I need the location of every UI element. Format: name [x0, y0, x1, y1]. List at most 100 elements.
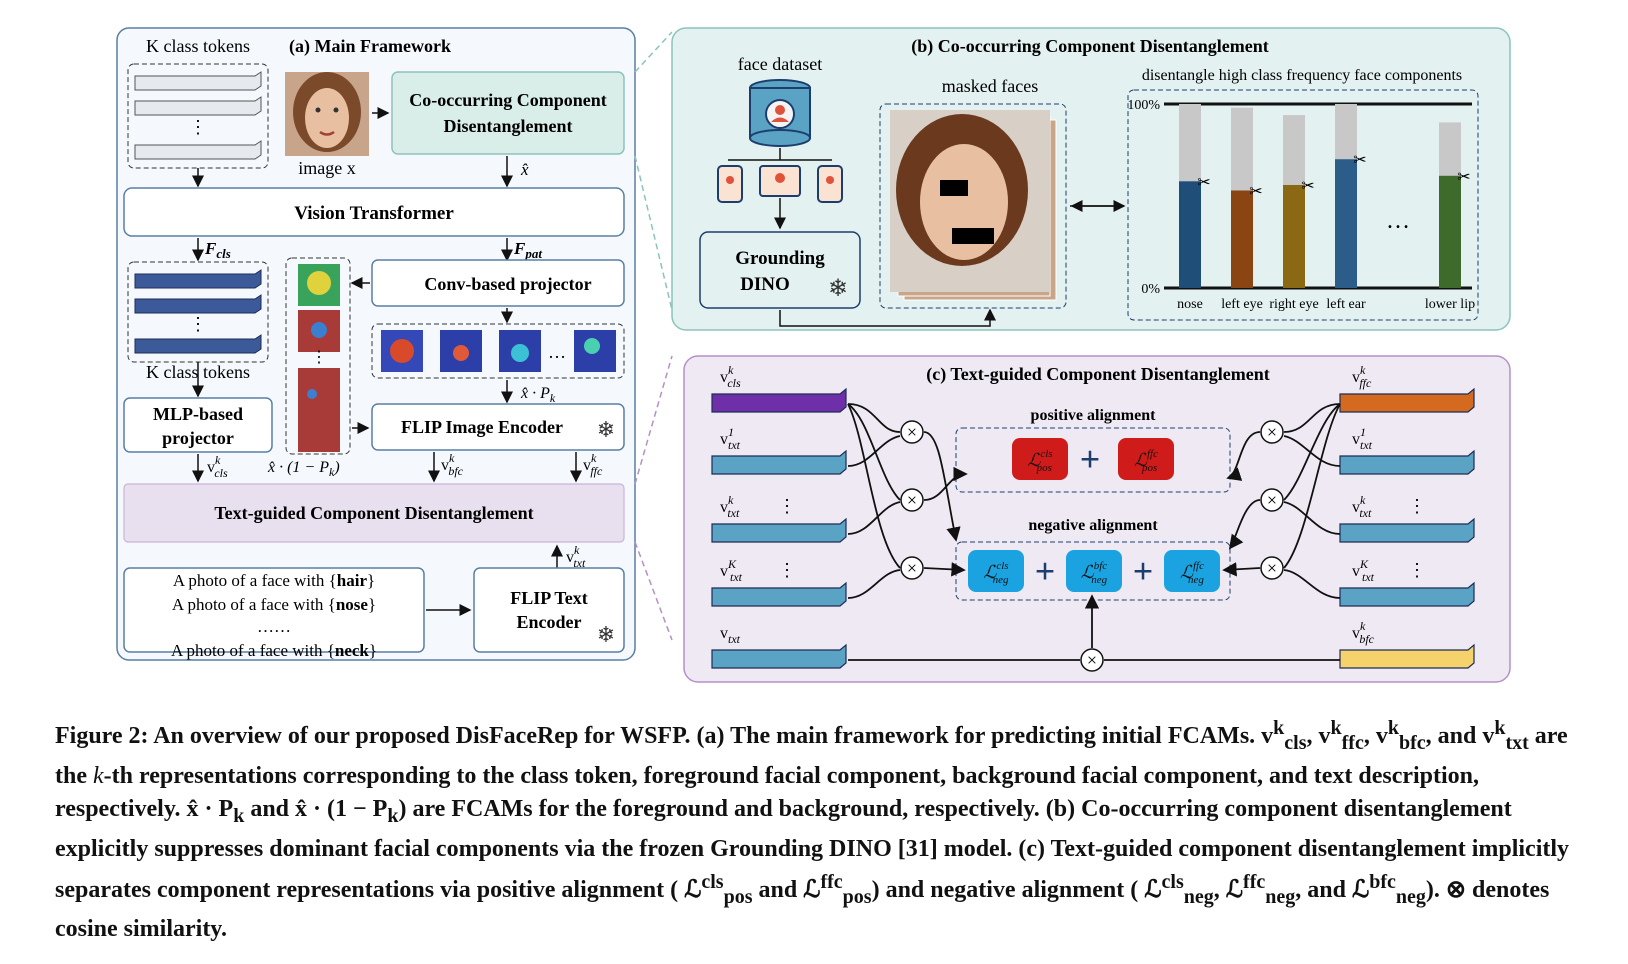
figure-caption: Figure 2: An overview of our proposed Di… [55, 712, 1575, 946]
masked-face-stack [890, 110, 1057, 301]
xhat-one-minus-label: x̂ · (1 − Pk) [267, 459, 340, 479]
prompt-line: A photo of a face with {neck} [171, 641, 377, 660]
cocd-box [391, 71, 625, 155]
positive-alignment-label: positive alignment [1031, 407, 1157, 424]
bar-retained [1335, 159, 1357, 288]
bar-retained [1179, 181, 1201, 288]
foreground-cam-group [371, 323, 625, 379]
f-pat-label: Fpat [513, 239, 542, 261]
snowflake-icon: ❄ [597, 417, 615, 442]
left-connections [847, 403, 1100, 661]
device-icons [717, 165, 843, 203]
scissors-icon: ✂ [1301, 178, 1314, 195]
cocd-box-label-1: Co-occurring Component [409, 90, 606, 110]
prompt-line: A photo of a face with {nose} [172, 595, 376, 614]
vit-box [123, 187, 625, 237]
foreground-cam-images [381, 330, 616, 372]
cosine-nodes-left: × × × [900, 420, 924, 580]
bar-suppressed [1231, 107, 1253, 191]
mlp-projector-label-2: projector [162, 428, 234, 448]
scissors-icon: ✂ [1249, 183, 1262, 200]
svg-text:×: × [907, 558, 917, 578]
bar-retained [1283, 184, 1305, 288]
panel-b-title: (b) Co-occurring Component Disentangleme… [911, 36, 1268, 57]
prompt-lines: A photo of a face with {hair}A photo of … [171, 571, 377, 660]
overview-diagram: (a) Main Framework K class tokens ⋮ imag… [116, 27, 1511, 683]
conv-projector-label: Conv-based projector [424, 274, 591, 294]
flip-text-encoder-box [473, 567, 625, 653]
grounding-dino-box [699, 231, 861, 309]
scissors-icon: ✂ [1457, 169, 1470, 186]
svg-text:ℒffcpos: ℒffcpos [1134, 448, 1158, 474]
bar-retained [1439, 175, 1461, 288]
token-ellipsis: ⋮ [778, 496, 796, 516]
cls-feature-bars [134, 269, 262, 354]
x-tick-label: right eye [1269, 297, 1318, 312]
x-tick-label: lower lip [1425, 297, 1475, 312]
bar-suppressed [1335, 104, 1357, 160]
bar-suppressed [1179, 104, 1201, 182]
face-image [285, 72, 369, 156]
cocd-box-label-2: Disentanglement [444, 116, 573, 136]
token-ellipsis: ⋮ [778, 560, 796, 580]
chart-ellipsis: … [1386, 208, 1410, 234]
panel-b: (b) Co-occurring Component Disentangleme… [671, 27, 1511, 331]
f-cls-label: Fcls [204, 239, 231, 261]
svg-text:×: × [1267, 558, 1277, 578]
svg-text:×: × [907, 422, 917, 442]
flip-text-encoder-label-1: FLIP Text [510, 588, 588, 608]
mlp-projector-box [123, 397, 273, 453]
grounding-label-2: DINO [740, 274, 790, 295]
flip-image-encoder-box [371, 403, 625, 451]
svg-text:ℒclspos: ℒclspos [1027, 448, 1052, 474]
class-tokens-label-top: K class tokens [146, 36, 250, 56]
panel-c: (c) Text-guided Component Disentanglemen… [683, 355, 1511, 683]
plus-sign: + [1080, 439, 1101, 479]
scissors-icon: ✂ [1197, 174, 1210, 191]
vit-label: Vision Transformer [294, 203, 454, 224]
tokens-ellipsis: ⋮ [189, 117, 207, 137]
token-bar [711, 581, 847, 607]
background-cam-images [298, 264, 340, 452]
panel-a-title: (a) Main Framework [289, 36, 451, 57]
class-tokens-group [127, 63, 269, 169]
token-bar [711, 387, 847, 413]
mlp-projector-label-1: MLP-based [153, 404, 243, 424]
token-bar [1339, 643, 1475, 669]
svg-text:×: × [1267, 422, 1277, 442]
caption-text: Figure 2: An overview of our proposed Di… [55, 717, 1570, 943]
x-tick-label: nose [1177, 297, 1203, 312]
chart-title: disentangle high class frequency face co… [1142, 67, 1462, 84]
snowflake-icon: ❄ [828, 276, 848, 302]
cls-ellipsis: ⋮ [189, 314, 207, 334]
svg-text:×: × [1087, 650, 1097, 670]
tgcd-box [123, 483, 625, 543]
cosine-nodes-right: × × × × [1080, 420, 1284, 672]
bg-ellipsis: ⋮ [311, 349, 327, 366]
token-bar [711, 517, 847, 543]
svg-text:×: × [1267, 490, 1277, 510]
y-tick-label: 0% [1141, 282, 1160, 297]
token-bar [1339, 517, 1475, 543]
prompt-line: …… [257, 617, 291, 636]
scissors-icon: ✂ [1353, 152, 1366, 169]
class-token-bars [134, 71, 262, 160]
token-label: vtxt [720, 625, 741, 646]
fg-ellipsis: … [548, 342, 566, 362]
masked-faces-label: masked faces [942, 76, 1038, 96]
